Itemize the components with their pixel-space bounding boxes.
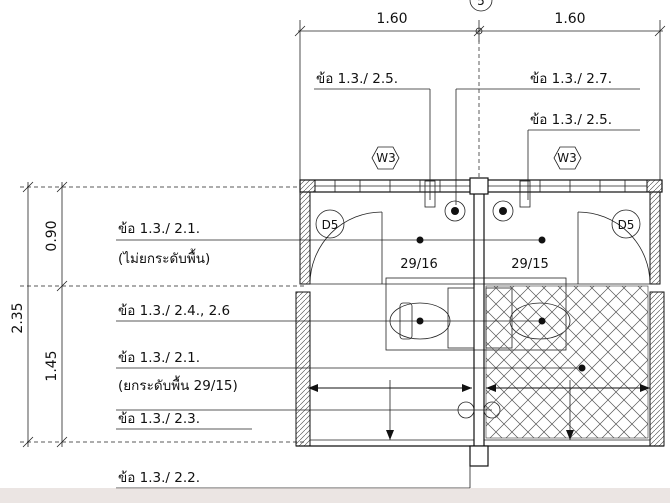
- note-2-1-lower: ข้อ 1.3./ 2.1. (ยกระดับพื้น 29/15): [116, 350, 586, 394]
- note-text: ข้อ 1.3./ 2.4., 2.6: [118, 303, 230, 319]
- bottom-edge-band: [0, 488, 670, 503]
- room-code-left: 29/16: [400, 257, 437, 272]
- note-text: ข้อ 1.3./ 2.3.: [118, 411, 200, 427]
- dim-left-upper: 0.90: [44, 220, 60, 251]
- door-tag-left: D5: [315, 209, 345, 239]
- grid-bubble-label: 5: [477, 0, 485, 8]
- note-text: ข้อ 1.3./ 2.5.: [316, 71, 398, 87]
- top-dimension: 1.60 1.60: [294, 11, 666, 195]
- doors: [309, 211, 651, 285]
- note-2-3: ข้อ 1.3./ 2.3.: [116, 409, 492, 430]
- note-2-4: ข้อ 1.3./ 2.4., 2.6: [116, 303, 546, 325]
- window-tag-label: W3: [557, 151, 577, 165]
- window-tag-right: W3: [553, 146, 582, 170]
- note-2-1-upper: ข้อ 1.3./ 2.1. (ไม่ยกระดับพื้น): [116, 221, 546, 267]
- pipe-dots: [451, 207, 507, 215]
- walls: [295, 40, 665, 467]
- dim-top-right: 1.60: [554, 11, 585, 27]
- note-2-2: ข้อ 1.3./ 2.2.: [116, 460, 471, 489]
- note-2-5-right: ข้อ 1.3./ 2.5.: [527, 112, 640, 200]
- note-2-5-left: ข้อ 1.3./ 2.5.: [314, 71, 431, 200]
- raised-floor-hatch: [485, 285, 649, 439]
- dim-left-lower: 1.45: [44, 350, 60, 381]
- note-text: ข้อ 1.3./ 2.1.: [118, 221, 200, 237]
- note-subtext: (ไม่ยกระดับพื้น): [118, 248, 210, 267]
- note-text: ข้อ 1.3./ 2.7.: [530, 71, 612, 87]
- grid-bubble: 5: [469, 0, 493, 12]
- dim-left-overall: 2.35: [10, 302, 26, 333]
- door-tag-right: D5: [611, 209, 641, 239]
- left-dimensions: 2.35 0.90 1.45: [10, 181, 305, 448]
- note-text: ข้อ 1.3./ 2.1.: [118, 350, 200, 366]
- room-code-right: 29/15: [511, 257, 548, 272]
- window-tag-left: W3: [371, 146, 400, 170]
- note-text: ข้อ 1.3./ 2.5.: [530, 112, 612, 128]
- window-tag-label: W3: [376, 151, 396, 165]
- dim-top-left: 1.60: [376, 11, 407, 27]
- door-tag-label: D5: [618, 218, 635, 232]
- note-2-7: ข้อ 1.3./ 2.7.: [455, 71, 640, 205]
- note-text: ข้อ 1.3./ 2.2.: [118, 470, 200, 486]
- door-tag-label: D5: [322, 218, 339, 232]
- note-subtext: (ยกระดับพื้น 29/15): [118, 375, 238, 394]
